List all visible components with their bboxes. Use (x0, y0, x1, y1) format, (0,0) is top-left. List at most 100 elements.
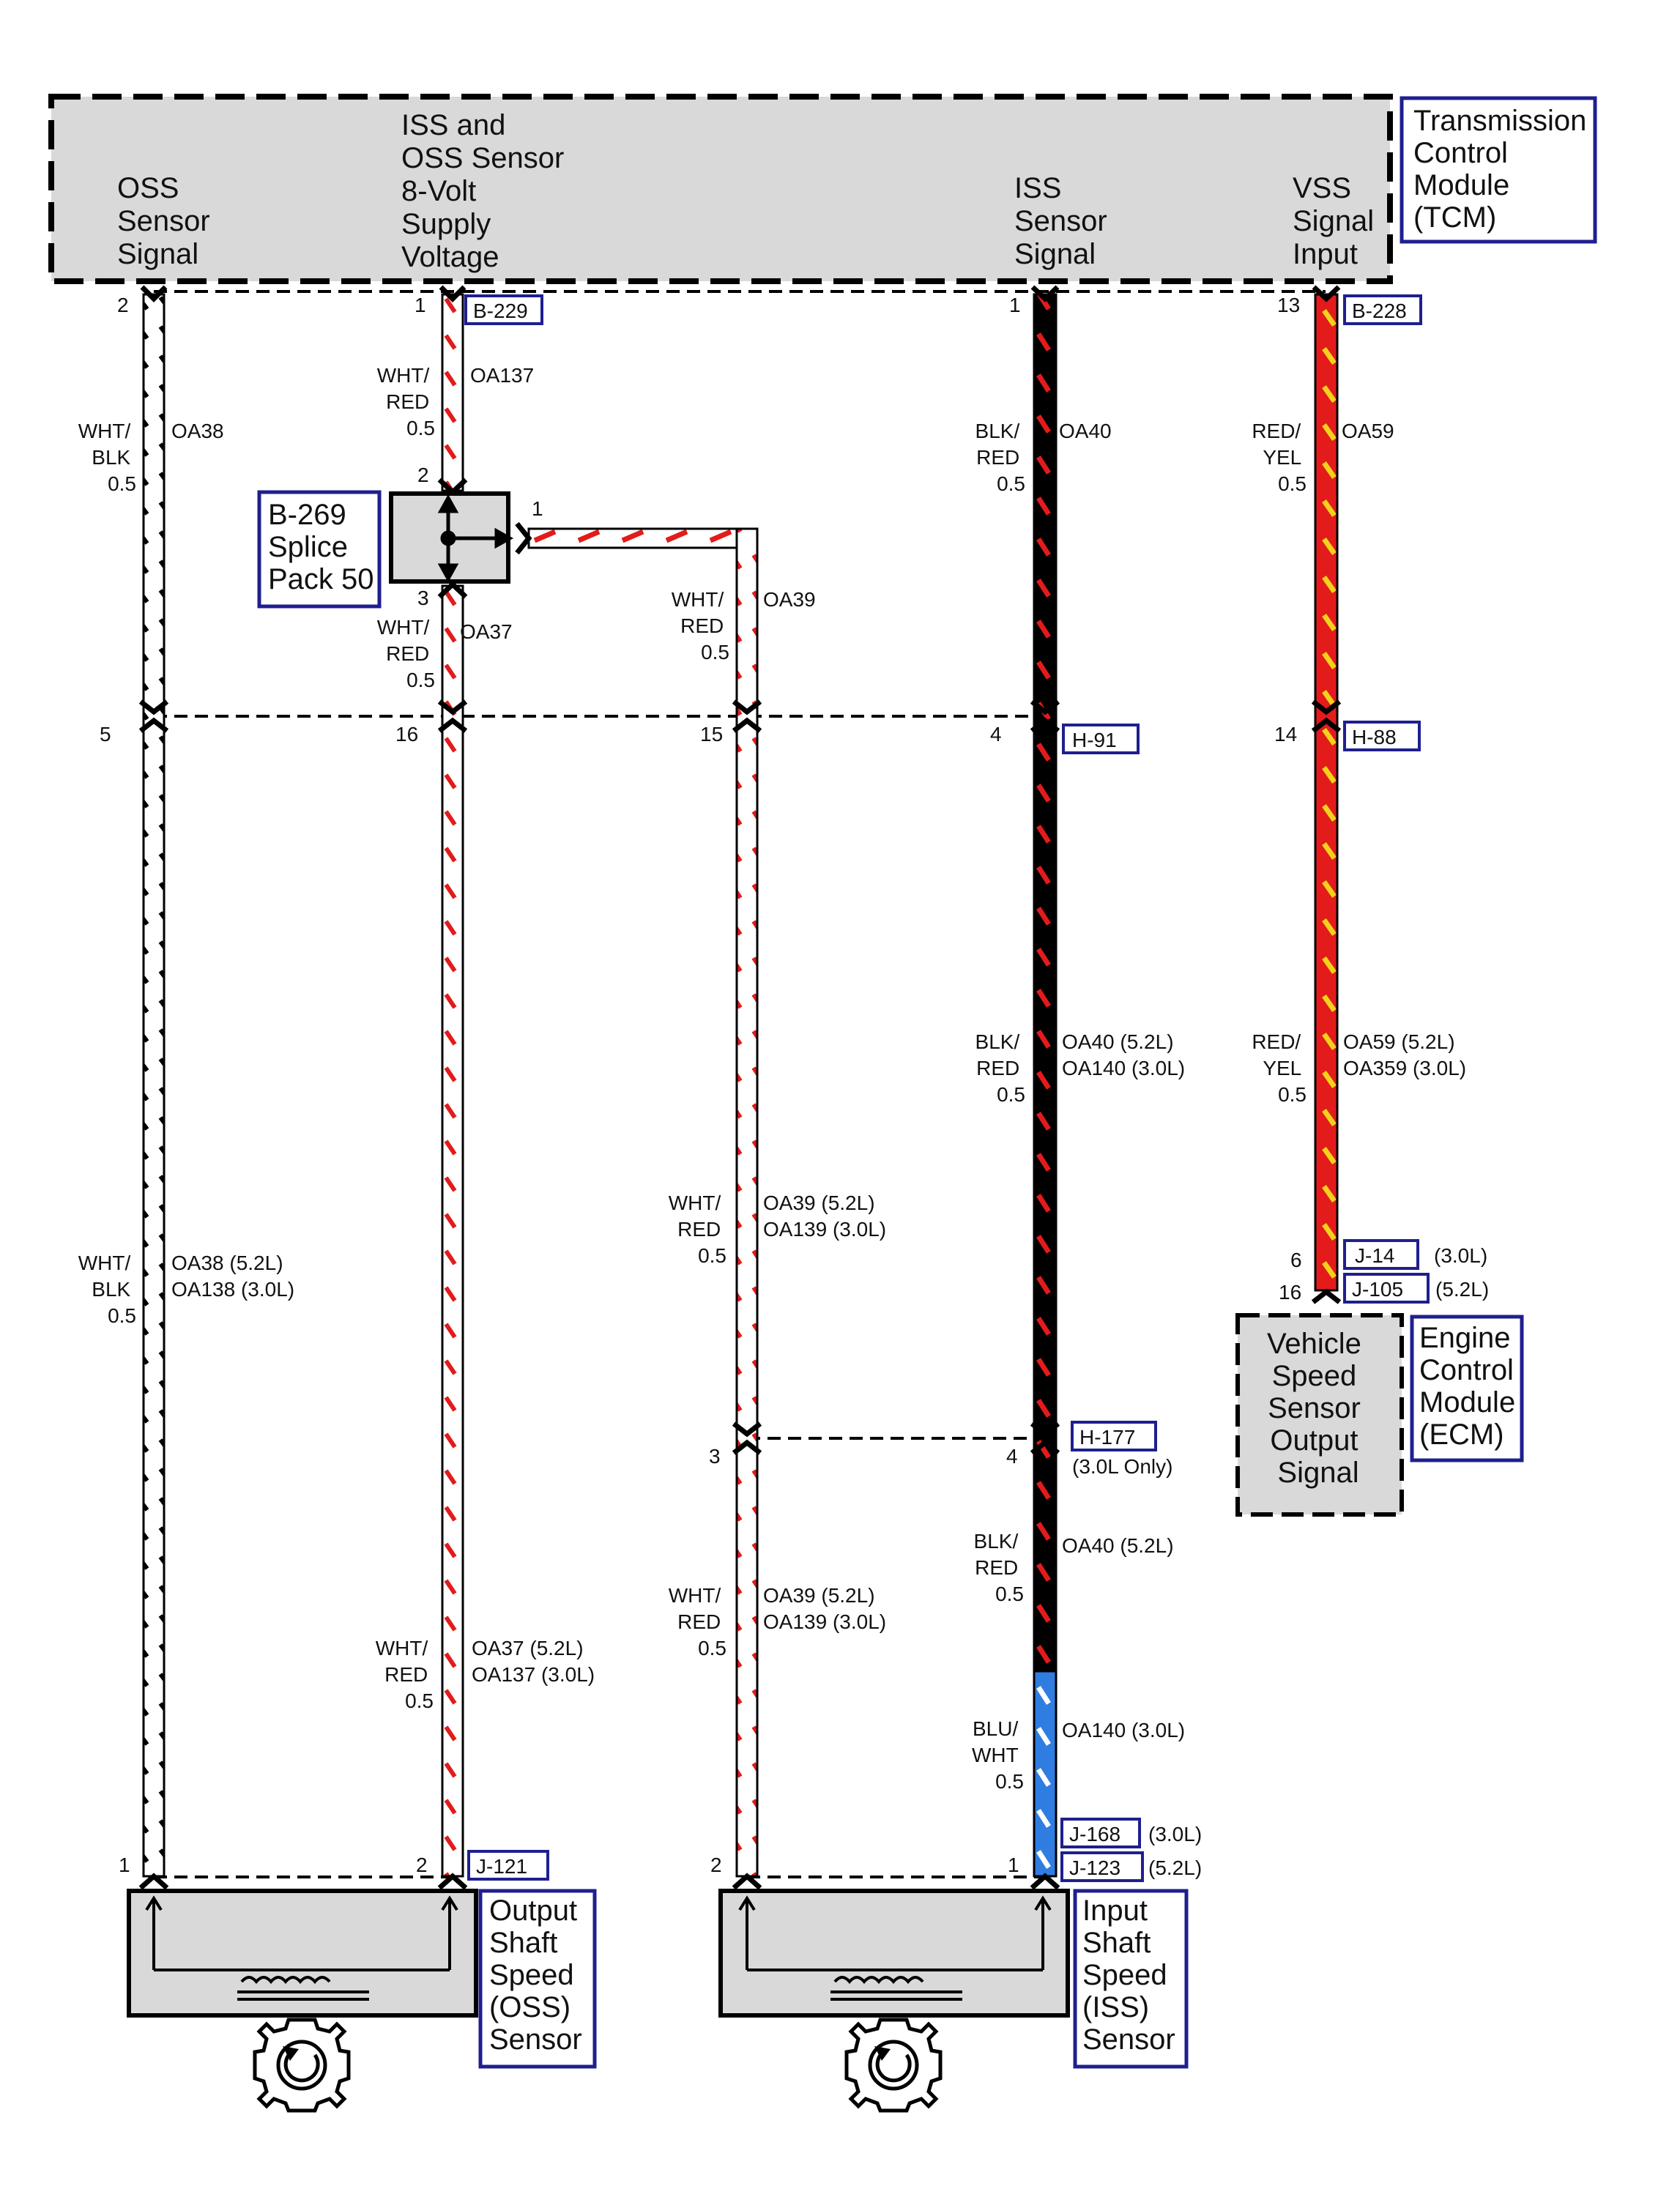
iss-title-border (1073, 1889, 1189, 2069)
pin-number: 15 (700, 723, 723, 746)
sensor-coil-icon (145, 1895, 458, 2001)
tcm-oss-signal-label: OSS Sensor Signal (117, 172, 218, 270)
chevron-icon (437, 1873, 468, 1890)
iss-sensor-body (718, 1889, 1070, 2018)
chevron-icon (1030, 1439, 1060, 1455)
chevron-icon (1311, 1288, 1342, 1304)
pin-number: 4 (1006, 1445, 1018, 1468)
pin-number: 6 (1290, 1249, 1302, 1271)
wire-color-label: WHT/ RED 0.5 (669, 1192, 726, 1267)
wire-circuit-label: OA38 (5.2L) OA138 (3.0L) (171, 1252, 294, 1301)
pin-number: 1 (1008, 1854, 1019, 1876)
pin-numbers: 2 1 1 13 5 16 15 4 14 3 4 6 16 1 2 2 1 (100, 294, 1302, 1876)
pin-number: 14 (1274, 723, 1297, 746)
wire-circuit-label: OA40 (5.2L) (1062, 1534, 1174, 1557)
ecm-title: Engine Control Module (ECM) (1419, 1322, 1523, 1451)
connector-tag-j14: J-14 (3.0L) (1343, 1239, 1487, 1270)
ecm-module-body (1235, 1313, 1404, 1517)
chevron-icon (732, 1873, 762, 1890)
wire-circuit-label: OA40 (1059, 420, 1112, 442)
tcm-title: Transmission Control Module (TCM) (1413, 105, 1594, 234)
chevron-icon (1030, 699, 1060, 715)
connector-tag-h88: H-88 (1343, 721, 1421, 751)
wire-oa38 (142, 293, 166, 1878)
pin-number: 1 (119, 1854, 130, 1876)
chevron-icon (437, 699, 468, 715)
oss-sensor: Output Shaft Speed (OSS) Sensor (127, 1889, 597, 2113)
wire-color-label: BLK/ RED 0.5 (975, 420, 1025, 495)
wire-labels: WHT/ BLK 0.5 OA38 WHT/ BLK 0.5 OA38 (5.2… (78, 364, 1466, 1793)
wire-color-label: RED/ YEL 0.5 (1252, 1030, 1307, 1106)
gear-icon (253, 2018, 351, 2113)
pin-number: 2 (117, 294, 129, 316)
wire-color-label: WHT/ RED 0.5 (672, 588, 729, 663)
svg-text:J-168: J-168 (1069, 1823, 1120, 1845)
splice-pin-top: 2 (417, 464, 429, 486)
wire-circuit-label: OA37 (5.2L) OA137 (3.0L) (472, 1637, 595, 1686)
svg-text:B-229: B-229 (473, 300, 528, 322)
wire-oa39-horizontal (527, 527, 757, 549)
splice-arrows-icon (437, 494, 514, 583)
wire-circuit-label: OA40 (5.2L) OA140 (3.0L) (1062, 1030, 1185, 1079)
wire-circuit-label: OA38 (171, 420, 224, 442)
svg-text:B-228: B-228 (1352, 300, 1407, 322)
splice-label-border (257, 490, 382, 609)
chevron-icon (1030, 717, 1060, 733)
wire-oa40 (1033, 293, 1058, 1878)
chevron-icon (138, 717, 169, 733)
chevron-icon (437, 581, 468, 599)
wire-oa137-top (441, 293, 464, 492)
tcm-vss-signal-input-label: VSS Signal Input (1293, 172, 1382, 270)
chevron-icon (439, 285, 467, 302)
iss-sensor-title: Input Shaft Speed (ISS) Sensor (1082, 1895, 1175, 2056)
pin-number: 16 (1279, 1281, 1301, 1304)
chevron-icon (1311, 699, 1342, 715)
connector-tags: B-229 B-228 H-91 H-88 H-177 (3.0L Only) … (464, 294, 1489, 1882)
wire-iss-signal-blu-wht (1033, 1670, 1058, 1878)
wire-circuit-label: OA140 (3.0L) (1062, 1719, 1185, 1741)
wire-color-label: BLU/ WHT 0.5 (972, 1717, 1024, 1793)
pin-number: 4 (990, 723, 1002, 746)
chevron-icon (138, 1873, 169, 1890)
gear-icon (844, 2018, 943, 2113)
connector-shell-lines (154, 290, 1326, 1878)
wire-circuit-label: OA59 (1342, 420, 1394, 442)
wire-oa39-vertical (735, 527, 759, 1878)
chevron-icon (1030, 285, 1060, 302)
chevron-icon (732, 699, 762, 715)
pin-number: 1 (415, 294, 426, 316)
pin-chevrons (138, 285, 1342, 1890)
tcm-module: OSS Sensor Signal ISS and OSS Sensor 8-V… (48, 94, 1393, 284)
ecm-title-border (1410, 1315, 1524, 1462)
connector-tag-b229: B-229 (464, 294, 543, 325)
svg-text:H-91: H-91 (1072, 729, 1117, 751)
chevron-icon (1311, 717, 1342, 733)
pin-number: 1 (1009, 294, 1021, 316)
connector-tag-b228: B-228 (1343, 294, 1422, 325)
chevron-icon (1312, 285, 1341, 302)
wire-circuit-label: OA37 (460, 620, 513, 643)
wire-vss-signal (1314, 293, 1339, 1292)
tcm-title-box: Transmission Control Module (TCM) (1400, 96, 1597, 244)
oss-sensor-body (127, 1889, 478, 2018)
chevron-icon (140, 285, 168, 302)
tcm-supply-voltage-label: ISS and OSS Sensor 8-Volt Supply Voltage (401, 109, 572, 273)
chevron-icon (515, 521, 532, 555)
chevron-icon (732, 1439, 762, 1455)
svg-text:J-123: J-123 (1069, 1856, 1120, 1879)
wire-circuit-label: OA39 (5.2L) OA139 (3.0L) (763, 1584, 886, 1633)
tcm-title-border (1400, 96, 1597, 244)
splice-pin-side: 1 (532, 497, 543, 520)
wire-color-label: WHT/ RED 0.5 (669, 1584, 726, 1659)
wire-color-label: BLK/ RED 0.5 (975, 1030, 1025, 1106)
pin-number: 2 (710, 1854, 722, 1876)
ecm-vss-output-label: Vehicle Speed Sensor Output Signal (1267, 1328, 1369, 1489)
pin-number: 16 (395, 723, 418, 746)
connector-note: (3.0L Only) (1072, 1455, 1172, 1478)
wire-oss-signal (142, 293, 166, 1878)
tcm-iss-signal-label: ISS Sensor Signal (1014, 172, 1115, 270)
wire-iss-signal-blk-red (1033, 293, 1058, 1673)
wire-circuit-label: OA39 (763, 588, 816, 611)
pin-number: 2 (416, 1854, 428, 1876)
